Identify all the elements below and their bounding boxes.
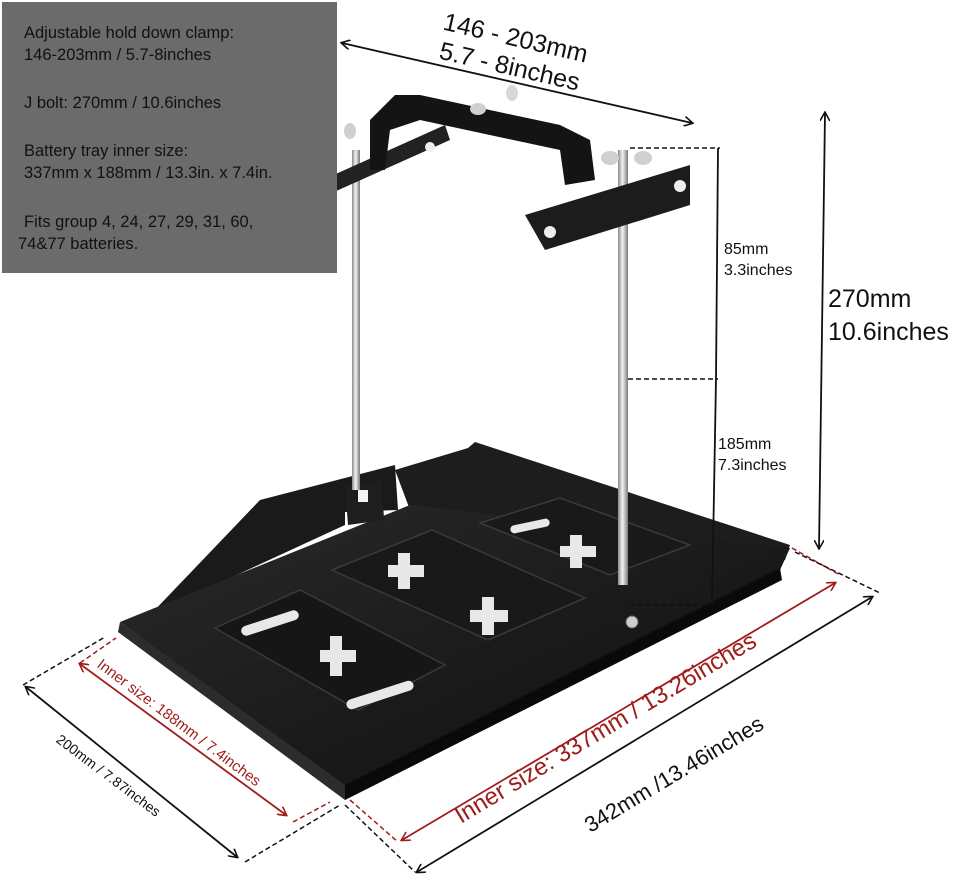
upper-segment-line	[715, 147, 719, 380]
lower-segment-mm-label: 185mm	[718, 436, 772, 453]
upper-segment-mm-label: 85mm	[724, 241, 769, 258]
outer-length-dimension-line	[417, 597, 872, 872]
clamp-spec-value: 146-203mm / 5.7-8inches	[24, 46, 212, 64]
fits-groups-line1: Fits group 4, 24, 27, 29, 31, 60,	[24, 213, 254, 231]
total-height-mm-label: 270mm	[828, 285, 912, 313]
lower-segment-in-label: 7.3inches	[718, 457, 787, 474]
jbolt-spec: J bolt: 270mm / 10.6inches	[24, 94, 222, 112]
total-height-in-label: 10.6inches	[828, 318, 949, 346]
clamp-width-dimension-line	[342, 43, 692, 123]
outer-width-dimension-line	[26, 687, 237, 857]
total-height-dimension-line	[819, 113, 825, 548]
fits-groups-line2: 74&77 batteries.	[18, 235, 139, 253]
lower-segment-line	[711, 378, 717, 606]
clamp-spec-label: Adjustable hold down clamp:	[24, 24, 235, 42]
tray-cutouts	[241, 518, 596, 710]
tray-spec-label: Battery tray inner size:	[24, 142, 189, 160]
spec-panel: Adjustable hold down clamp: 146-203mm / …	[2, 2, 337, 273]
left-j-bolt	[352, 150, 360, 490]
upper-segment-in-label: 3.3inches	[724, 262, 793, 279]
tray-spec-value: 337mm x 188mm / 13.3in. x 7.4in.	[24, 164, 273, 182]
right-j-bolt	[618, 150, 628, 585]
